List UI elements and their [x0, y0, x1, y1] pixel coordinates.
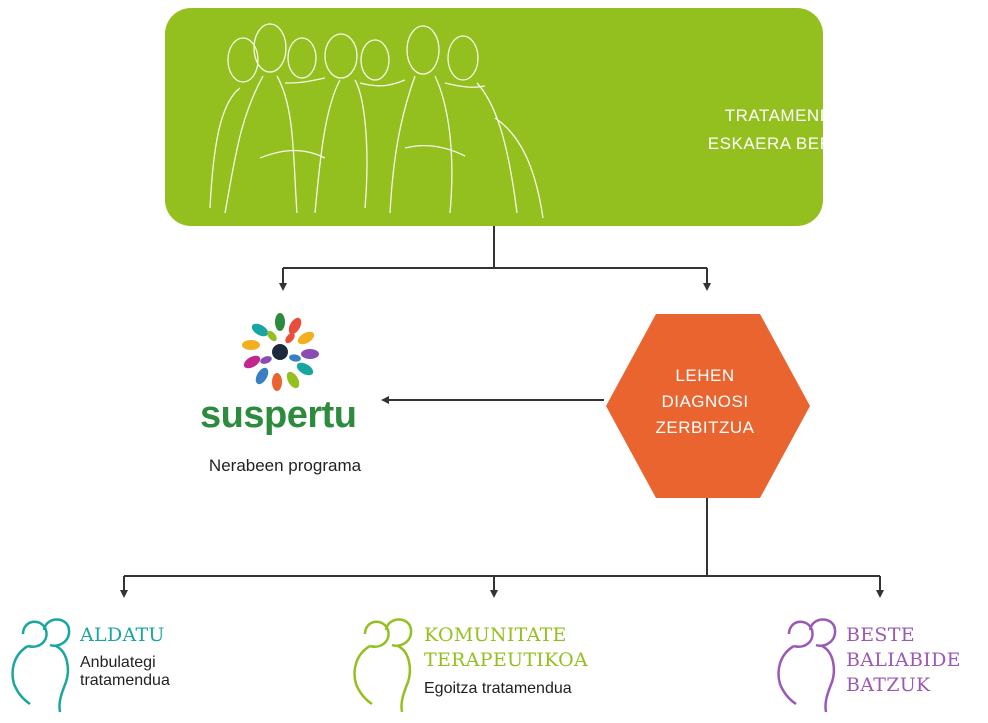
people-silhouettes-icon — [209, 23, 544, 219]
aldatu-subtitle: Anbulategi tratamendua — [80, 654, 170, 689]
komunitate-title: KOMUNITATE TERAPEUTIKOA — [424, 624, 588, 671]
aldatu-title: ALDATU — [80, 624, 165, 646]
people-icon — [777, 618, 837, 713]
people-icon — [353, 618, 413, 713]
beste-title: BESTE BALIABIDE BATZUK — [846, 624, 961, 696]
suspertu-logo-icon — [242, 313, 319, 391]
komunitate-subtitle: Egoitza tratamendua — [424, 680, 572, 697]
suspertu-caption: Nerabeen programa — [208, 456, 362, 475]
diagnosis-title: LEHEN DIAGNOSI ZERBITZUA — [655, 366, 755, 437]
suspertu-logo-text: suspertu — [200, 394, 357, 436]
diagnosis-hexagon — [606, 314, 810, 498]
new-request-title: TRATAMENDU ESKAERA BERRIA — [707, 106, 823, 153]
people-icon — [11, 618, 71, 713]
new-request-box: TRATAMENDU ESKAERA BERRIA — [165, 8, 823, 226]
